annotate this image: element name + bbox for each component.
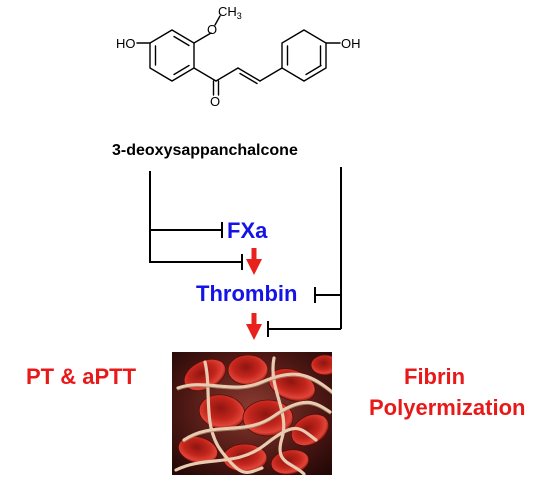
o-to-methyl-bond [214,15,221,26]
left-aromatic-ring [149,29,195,82]
inhibition-line-to-thrombin-arrow [149,230,241,263]
pt-aptt-label: PT & aPTT [26,364,137,389]
hydroxyl-right-label: OH [341,36,361,51]
ring-to-carbonyl-bond [193,67,217,82]
carbonyl-oxygen-label: O [210,94,221,109]
right-aromatic-ring [281,29,327,82]
methyl-label: CH3 [218,5,242,21]
methyl-subscript: 3 [236,11,242,21]
chemical-structure [136,15,341,96]
methoxy-oxygen-label: O [207,22,218,37]
enone-bond-1 [215,67,239,82]
inhibition-line-to-fxa [149,171,221,231]
ring-to-methoxy-o-bond [193,32,212,44]
pathway-lines [149,167,342,337]
fibrin-label-line2: Polyermization [369,395,526,420]
red-arrow-fxa-to-thrombin [246,248,262,275]
enone-double-bond [237,67,261,82]
red-arrow-thrombin-to-fibrin [246,313,262,340]
methyl-ch: CH [218,4,237,19]
compound-name: 3-deoxysappanchalcone [112,142,298,159]
thrombin-label: Thrombin [196,281,298,306]
hydroxyl-left-label: HO [116,36,136,51]
enone-double-bond-inner [239,72,258,85]
fxa-label: FXa [227,218,268,243]
fibrin-label-line1: Fibrin [404,364,466,389]
fibrin-clot-image [172,352,332,475]
enone-bond-3 [259,67,283,82]
